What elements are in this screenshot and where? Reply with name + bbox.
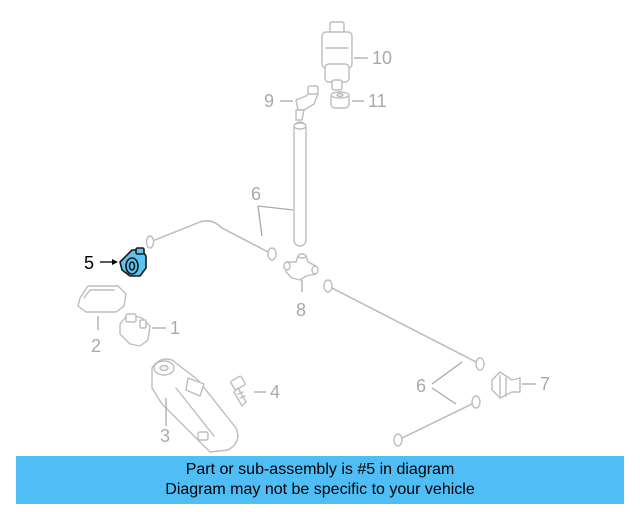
callout-4: 4: [270, 382, 280, 402]
vertical-hose-part-6[interactable]: [293, 121, 307, 247]
callout-6-lower: 6: [416, 376, 426, 396]
short-hose-part-6[interactable]: [393, 395, 481, 447]
grommet-part-11[interactable]: [330, 91, 350, 109]
callout-7: 7: [540, 374, 550, 394]
elbow-connector-part-9[interactable]: [295, 85, 319, 121]
banner-line-disclaimer: Diagram may not be specific to your vehi…: [165, 481, 475, 498]
callout-10: 10: [372, 48, 392, 68]
curved-hose-part-6[interactable]: [145, 220, 277, 261]
callout-11: 11: [368, 91, 387, 111]
callout-6-upper-leader-a: [257, 205, 294, 211]
callout-5-arrowhead: [112, 259, 118, 265]
nozzle-part-5-highlighted[interactable]: [119, 247, 147, 277]
connector-part-7[interactable]: [491, 371, 521, 399]
callout-9: 9: [264, 91, 274, 111]
banner-line-part-info: Part or sub-assembly is #5 in diagram: [185, 461, 455, 478]
callout-6-upper-leader-b: [257, 205, 263, 237]
nozzle-bracket-part-1[interactable]: [119, 313, 151, 347]
callout-5: 5: [84, 253, 94, 273]
callout-1: 1: [170, 318, 180, 338]
long-hose-part-6[interactable]: [323, 279, 485, 371]
callout-6-lower-leader-a: [431, 361, 463, 385]
washer-pump-part-10[interactable]: [321, 21, 353, 91]
info-banner: Part or sub-assembly is #5 in diagram Di…: [16, 456, 624, 504]
callout-3: 3: [160, 426, 170, 446]
washer-cylinder-part-3[interactable]: [151, 358, 239, 453]
tee-connector-part-8[interactable]: [283, 253, 319, 281]
bolt-part-4[interactable]: [230, 375, 247, 407]
callout-2: 2: [91, 336, 101, 356]
callout-6-lower-leader-b: [431, 387, 457, 405]
cover-cap-part-2[interactable]: [77, 285, 127, 313]
callout-6-upper: 6: [251, 184, 261, 204]
callout-8: 8: [296, 300, 306, 320]
